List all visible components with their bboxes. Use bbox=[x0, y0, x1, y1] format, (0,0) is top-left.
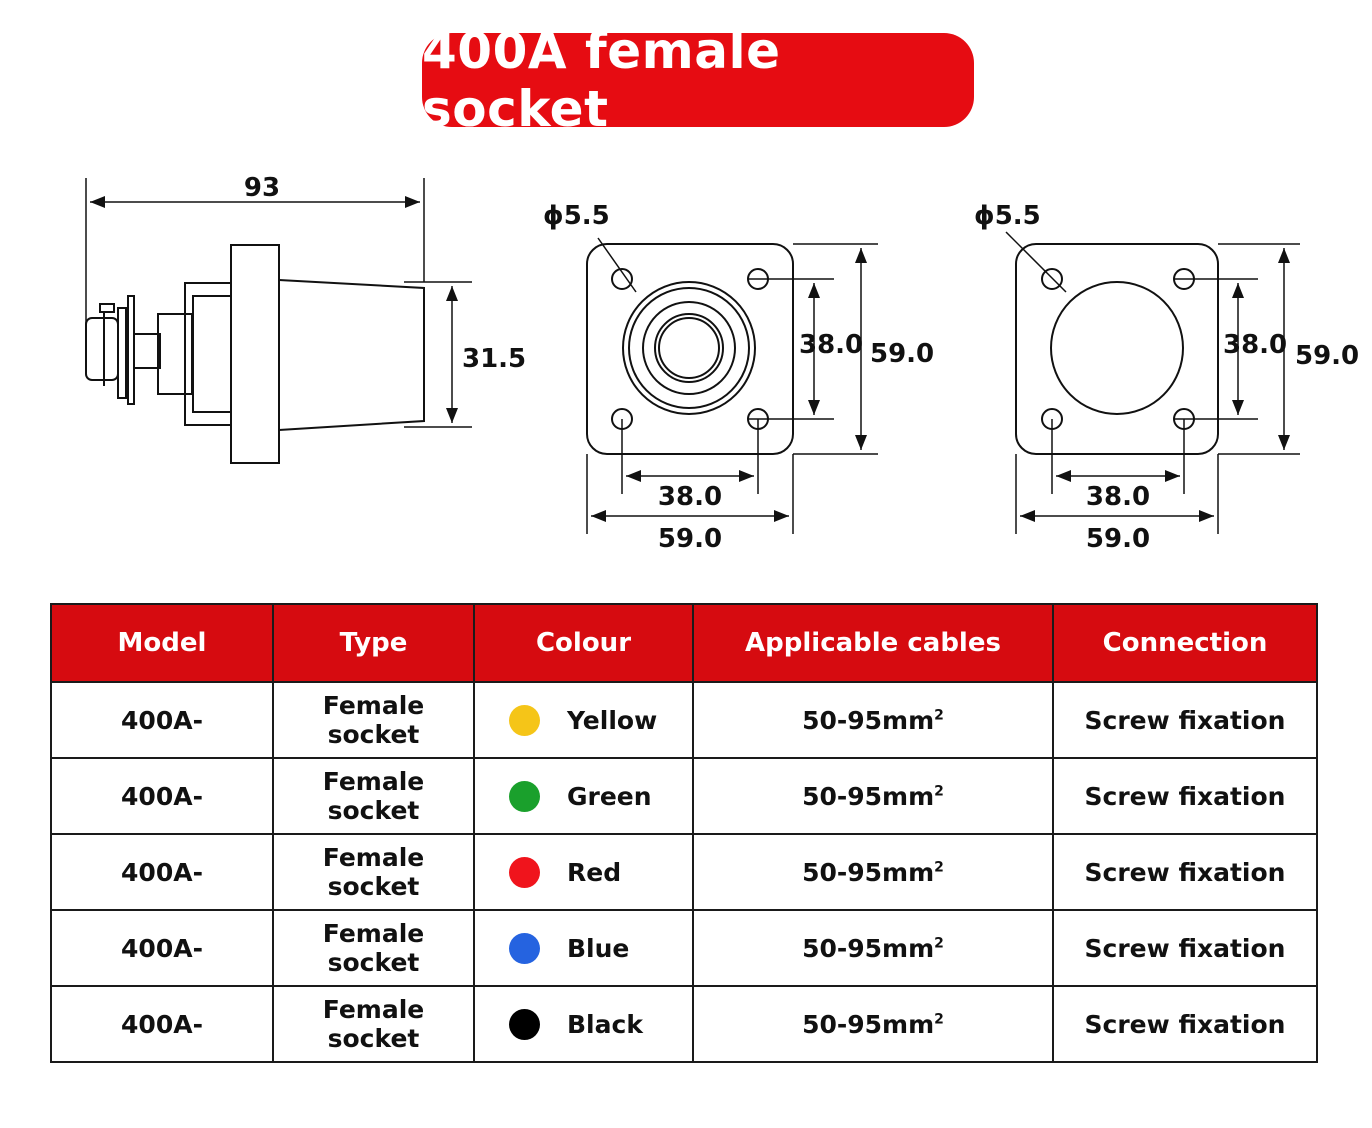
page-title: 400A female socket bbox=[422, 22, 781, 138]
height-dimension: 31.5 bbox=[462, 344, 526, 374]
inner-horizontal-dimension: 38.0 bbox=[658, 482, 722, 512]
outer-vertical-dimension: 59.0 bbox=[870, 339, 934, 369]
cables-unit-superscript: 2 bbox=[934, 859, 944, 876]
model-cell: 400A- bbox=[50, 681, 274, 759]
spec-table: Model Type Colour Applicable cables Conn… bbox=[50, 603, 1318, 1063]
header-colour: Colour bbox=[473, 603, 694, 683]
colour-cell: Yellow bbox=[473, 681, 694, 759]
front-view-socket-drawing: ϕ5.5 38.0 59.0 38.0 59.0 bbox=[543, 201, 934, 554]
connection-cell: Screw fixation bbox=[1052, 681, 1318, 759]
length-dimension: 93 bbox=[244, 173, 280, 203]
connection-cell: Screw fixation bbox=[1052, 833, 1318, 911]
cables-value: 50-95mm bbox=[802, 857, 935, 887]
colour-swatch bbox=[509, 1008, 540, 1040]
colour-label: Green bbox=[567, 781, 652, 811]
colour-cell: Red bbox=[473, 833, 694, 911]
header-model: Model bbox=[50, 603, 274, 683]
colour-label: Blue bbox=[567, 933, 630, 963]
type-cell: Female socket bbox=[272, 833, 475, 911]
title-banner: 400A female socket bbox=[422, 22, 974, 138]
cables-value: 50-95mm bbox=[802, 933, 935, 963]
colour-swatch bbox=[509, 704, 540, 736]
model-cell: 400A- bbox=[50, 757, 274, 835]
cables-cell: 50-95mm2 bbox=[692, 757, 1054, 835]
table-row: 400A- Female socket Red 50-95mm2 Screw f… bbox=[50, 833, 1318, 911]
table-row: 400A- Female socket Green 50-95mm2 Screw… bbox=[50, 757, 1318, 835]
table-row: 400A- Female socket Blue 50-95mm2 Screw … bbox=[50, 909, 1318, 987]
colour-swatch bbox=[509, 856, 540, 888]
colour-swatch bbox=[509, 932, 540, 964]
back-inner-vertical-dimension: 38.0 bbox=[1223, 330, 1287, 360]
header-applicable-cables: Applicable cables bbox=[692, 603, 1054, 683]
colour-swatch bbox=[509, 780, 540, 812]
technical-drawings: 93 31.5 ϕ5.5 bbox=[85, 173, 1359, 554]
connection-cell: Screw fixation bbox=[1052, 757, 1318, 835]
table-row: 400A- Female socket Black 50-95mm2 Screw… bbox=[50, 985, 1318, 1063]
back-outer-vertical-dimension: 59.0 bbox=[1295, 341, 1359, 371]
back-outer-horizontal-dimension: 59.0 bbox=[1086, 524, 1150, 554]
cables-value: 50-95mm bbox=[802, 781, 935, 811]
table-header-row: Model Type Colour Applicable cables Conn… bbox=[50, 603, 1318, 683]
colour-cell: Blue bbox=[473, 909, 694, 987]
cables-unit-superscript: 2 bbox=[934, 707, 944, 724]
cables-unit-superscript: 2 bbox=[934, 935, 944, 952]
type-cell: Female socket bbox=[272, 681, 475, 759]
cables-value: 50-95mm bbox=[802, 705, 935, 735]
cables-cell: 50-95mm2 bbox=[692, 909, 1054, 987]
inner-vertical-dimension: 38.0 bbox=[799, 330, 863, 360]
type-cell: Female socket bbox=[272, 909, 475, 987]
model-cell: 400A- bbox=[50, 909, 274, 987]
cables-value: 50-95mm bbox=[802, 1009, 935, 1039]
model-cell: 400A- bbox=[50, 833, 274, 911]
model-cell: 400A- bbox=[50, 985, 274, 1063]
outer-horizontal-dimension: 59.0 bbox=[658, 524, 722, 554]
table-row: 400A- Female socket Yellow 50-95mm2 Scre… bbox=[50, 681, 1318, 759]
header-type: Type bbox=[272, 603, 475, 683]
back-inner-horizontal-dimension: 38.0 bbox=[1086, 482, 1150, 512]
back-hole-diameter-label: ϕ5.5 bbox=[974, 201, 1041, 231]
connection-cell: Screw fixation bbox=[1052, 909, 1318, 987]
colour-label: Yellow bbox=[567, 705, 658, 735]
cables-unit-superscript: 2 bbox=[934, 1011, 944, 1028]
colour-cell: Black bbox=[473, 985, 694, 1063]
header-connection: Connection bbox=[1052, 603, 1318, 683]
type-cell: Female socket bbox=[272, 757, 475, 835]
hole-diameter-label: ϕ5.5 bbox=[543, 201, 610, 231]
cables-unit-superscript: 2 bbox=[934, 783, 944, 800]
connection-cell: Screw fixation bbox=[1052, 985, 1318, 1063]
side-view-drawing: 93 31.5 bbox=[85, 173, 526, 464]
front-view-back-drawing: ϕ5.5 38.0 59.0 38.0 59.0 bbox=[974, 201, 1359, 554]
cables-cell: 50-95mm2 bbox=[692, 833, 1054, 911]
type-cell: Female socket bbox=[272, 985, 475, 1063]
colour-label: Black bbox=[567, 1009, 643, 1039]
colour-label: Red bbox=[567, 857, 622, 887]
cables-cell: 50-95mm2 bbox=[692, 681, 1054, 759]
colour-cell: Green bbox=[473, 757, 694, 835]
cables-cell: 50-95mm2 bbox=[692, 985, 1054, 1063]
